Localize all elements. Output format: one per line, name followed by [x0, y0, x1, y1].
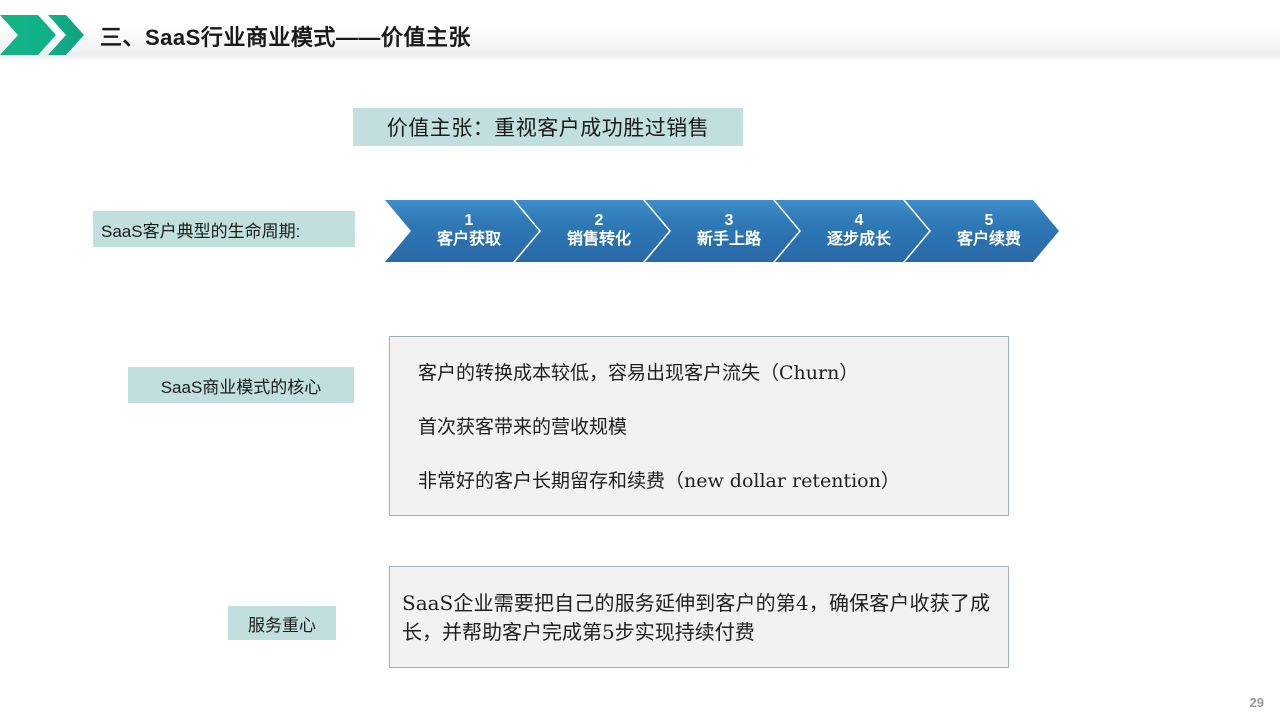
core-point-1: 客户的转换成本较低，容易出现客户流失（Churn）	[418, 362, 859, 384]
header-background-band	[0, 0, 1280, 62]
process-step-label: 新手上路	[696, 231, 761, 248]
page-title: 三、SaaS行业商业模式——价值主张	[100, 25, 471, 50]
chevron-arrow-body	[0, 15, 56, 55]
label-customer-lifecycle: SaaS客户典型的生命周期:	[93, 211, 355, 247]
slide-header: 三、SaaS行业商业模式——价值主张	[0, 0, 1280, 70]
label-service-focus: 服务重心	[228, 606, 336, 640]
value-proposition-banner: 价值主张：重视客户成功胜过销售	[353, 108, 743, 146]
page-number: 29	[1249, 695, 1264, 710]
core-point-3: 非常好的客户长期留存和续费（new dollar retention）	[418, 470, 900, 492]
process-step-number: 2	[594, 212, 604, 229]
process-step-label: 逐步成长	[826, 231, 891, 248]
process-step-label: 销售转化	[566, 231, 631, 248]
double-chevron-arrow-icon	[0, 15, 88, 55]
process-step-number: 1	[464, 212, 474, 229]
process-step-number: 3	[724, 212, 734, 229]
service-focus-text: SaaS企业需要把自己的服务延伸到客户的第4，确保客户收获了成长，并帮助客户完成…	[402, 591, 990, 644]
customer-lifecycle-process-flow: 1 客户获取 2 销售转化 3 新手上路 4 逐步成长 5 客户续费	[385, 200, 1059, 262]
process-step-label: 客户续费	[956, 231, 1021, 248]
process-step-label: 客户获取	[436, 231, 501, 248]
process-step-1[interactable]: 1 客户获取	[385, 200, 539, 262]
core-point-2: 首次获客带来的营收规模	[418, 416, 628, 438]
process-step-number: 5	[984, 212, 994, 229]
service-focus-panel: SaaS企业需要把自己的服务延伸到客户的第4，确保客户收获了成长，并帮助客户完成…	[389, 566, 1009, 668]
label-business-model-core: SaaS商业模式的核心	[128, 367, 354, 403]
business-model-core-panel: 客户的转换成本较低，容易出现客户流失（Churn） 首次获客带来的营收规模 非常…	[389, 336, 1009, 516]
process-step-number: 4	[854, 212, 864, 229]
